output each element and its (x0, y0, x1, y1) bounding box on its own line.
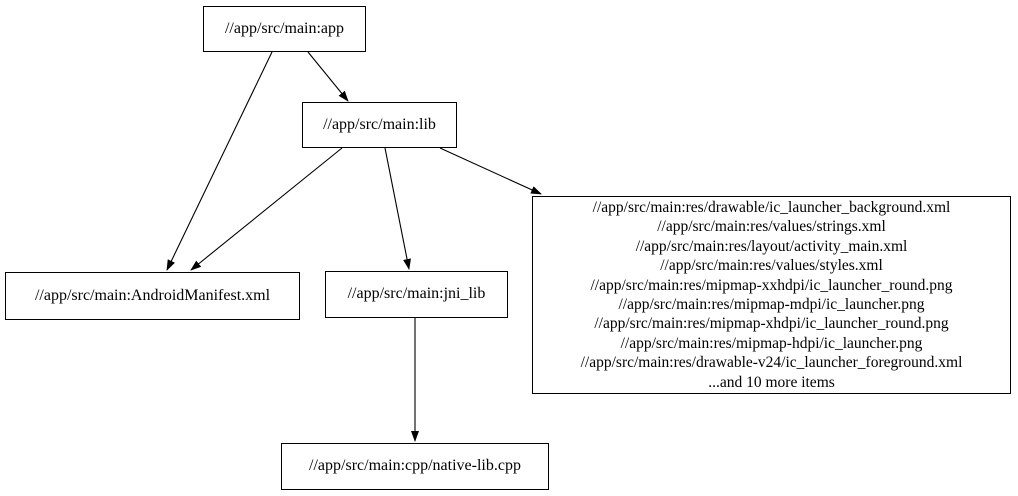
edge-lib-to-jni-lib (384, 147, 411, 270)
node-jni-lib-label: //app/src/main:jni_lib (347, 285, 486, 303)
node-android-manifest-label: //app/src/main:AndroidManifest.xml (34, 286, 271, 304)
res-file-line: //app/src/main:res/mipmap-xhdpi/ic_launc… (594, 315, 949, 333)
node-native-lib-cpp-label: //app/src/main:cpp/native-lib.cpp (309, 457, 521, 475)
node-lib: //app/src/main:lib (302, 102, 457, 148)
edge-lib-to-res-files (439, 147, 542, 195)
node-jni-lib: //app/src/main:jni_lib (325, 271, 508, 318)
res-file-line: //app/src/main:res/values/strings.xml (657, 218, 886, 236)
res-file-line: //app/src/main:res/mipmap-mdpi/ic_launch… (618, 296, 925, 313)
node-res-files: //app/src/main:res/drawable/ic_launcher_… (532, 196, 1011, 394)
res-file-line: //app/src/main:res/drawable-v24/ic_launc… (580, 354, 963, 372)
node-lib-label: //app/src/main:lib (323, 115, 436, 133)
edge-lib-to-android-manifest (190, 147, 343, 271)
res-file-line: //app/src/main:res/mipmap-hdpi/ic_launch… (620, 334, 923, 352)
res-file-line: //app/src/main:res/values/styles.xml (660, 257, 883, 275)
node-app-label: //app/src/main:app (224, 19, 345, 37)
res-file-line: //app/src/main:res/drawable/ic_launcher_… (592, 198, 951, 216)
edge-app-to-android-manifest (166, 51, 273, 271)
node-android-manifest: //app/src/main:AndroidManifest.xml (5, 272, 300, 320)
node-app: //app/src/main:app (203, 6, 366, 52)
edge-app-to-lib (307, 51, 349, 102)
res-file-line: //app/src/main:res/mipmap-xxhdpi/ic_laun… (590, 276, 953, 294)
res-file-line: //app/src/main:res/layout/activity_main.… (635, 237, 908, 255)
res-files-more-items: ...and 10 more items (708, 373, 835, 391)
node-native-lib-cpp: //app/src/main:cpp/native-lib.cpp (281, 443, 549, 490)
